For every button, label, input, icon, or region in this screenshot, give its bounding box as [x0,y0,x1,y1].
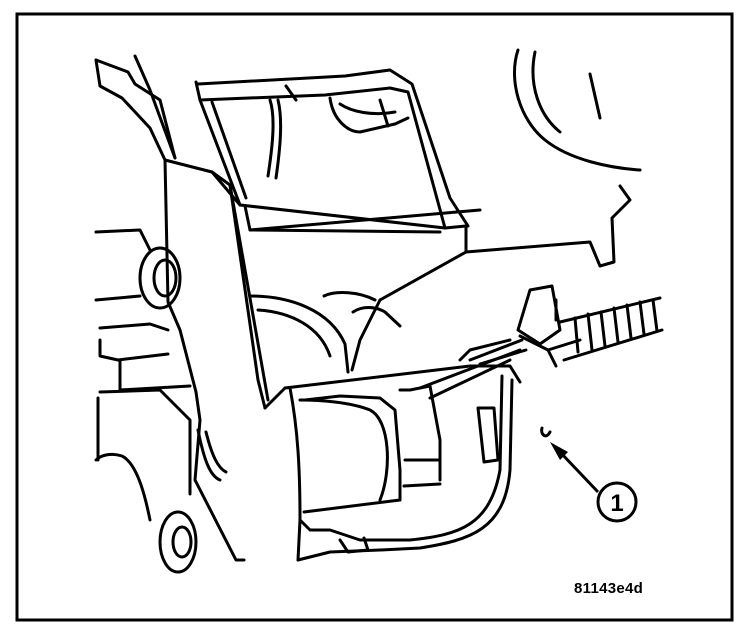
lower-console-housing [283,364,522,562]
cable-assembly [418,284,582,400]
callout-label: 1 [610,490,623,517]
upper-right-panel [513,48,642,172]
illustration-border [15,12,734,622]
callout-1: 1 [596,481,638,523]
upper-left-bracket [94,54,177,162]
callout-leader [550,442,600,494]
corrugated-boot [558,296,664,362]
console-side-panel [163,158,302,562]
clip-feature [540,426,552,438]
lower-left-pad [94,452,198,574]
left-mounting-boss [138,246,182,310]
tray-interior [248,291,402,374]
figure-id: 81143e4d [574,580,644,597]
left-support-structure [94,228,228,496]
